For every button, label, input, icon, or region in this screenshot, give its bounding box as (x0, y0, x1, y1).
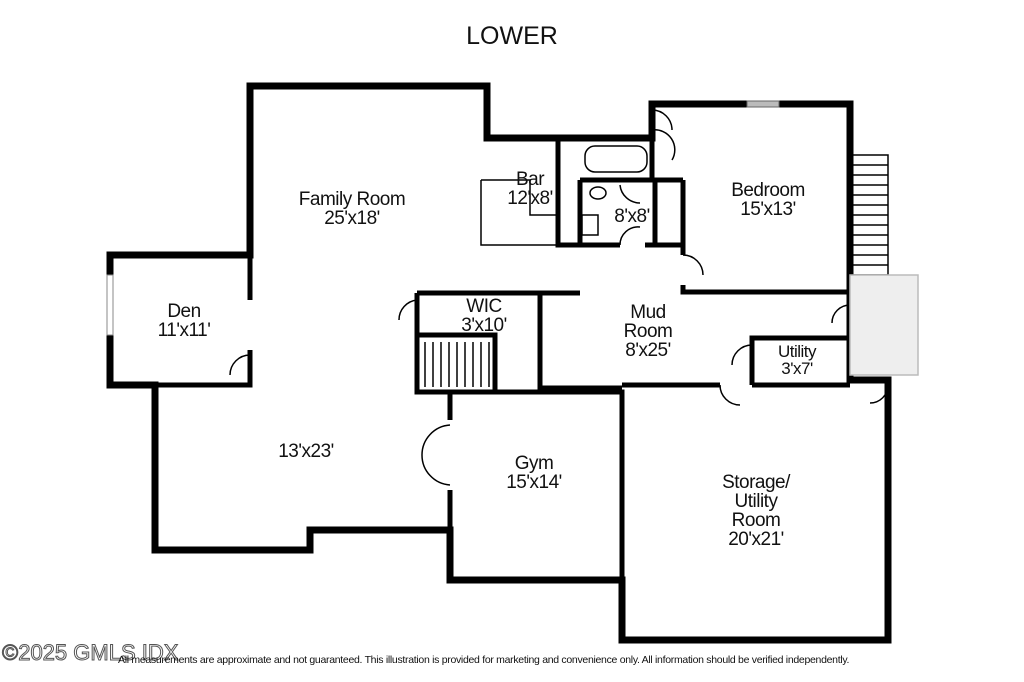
den-window (106, 274, 114, 336)
stair-treads (852, 164, 888, 266)
disclaimer: All measurements are approximate and not… (118, 654, 850, 666)
gym-wall (450, 389, 625, 640)
toilet (589, 186, 607, 200)
room-13x23-label: 13'x23' (278, 441, 334, 462)
exterior-wall (106, 82, 892, 644)
bath-label: 8'x8' (614, 206, 650, 227)
watermark: ©2025 GMLS IDX (1, 640, 179, 666)
floor-title: LOWER (466, 22, 558, 50)
deck (849, 274, 919, 376)
door-swings (229, 109, 889, 486)
interior-stairs (424, 342, 490, 387)
wic-wall (414, 290, 622, 530)
bedroom-window (746, 100, 780, 108)
sink (581, 214, 599, 236)
bath-wall (577, 177, 683, 248)
den-wall (155, 255, 253, 388)
bathtub (584, 145, 648, 173)
storage-wall (622, 335, 850, 388)
bar-wall (555, 138, 580, 248)
bar-counter (480, 179, 558, 246)
